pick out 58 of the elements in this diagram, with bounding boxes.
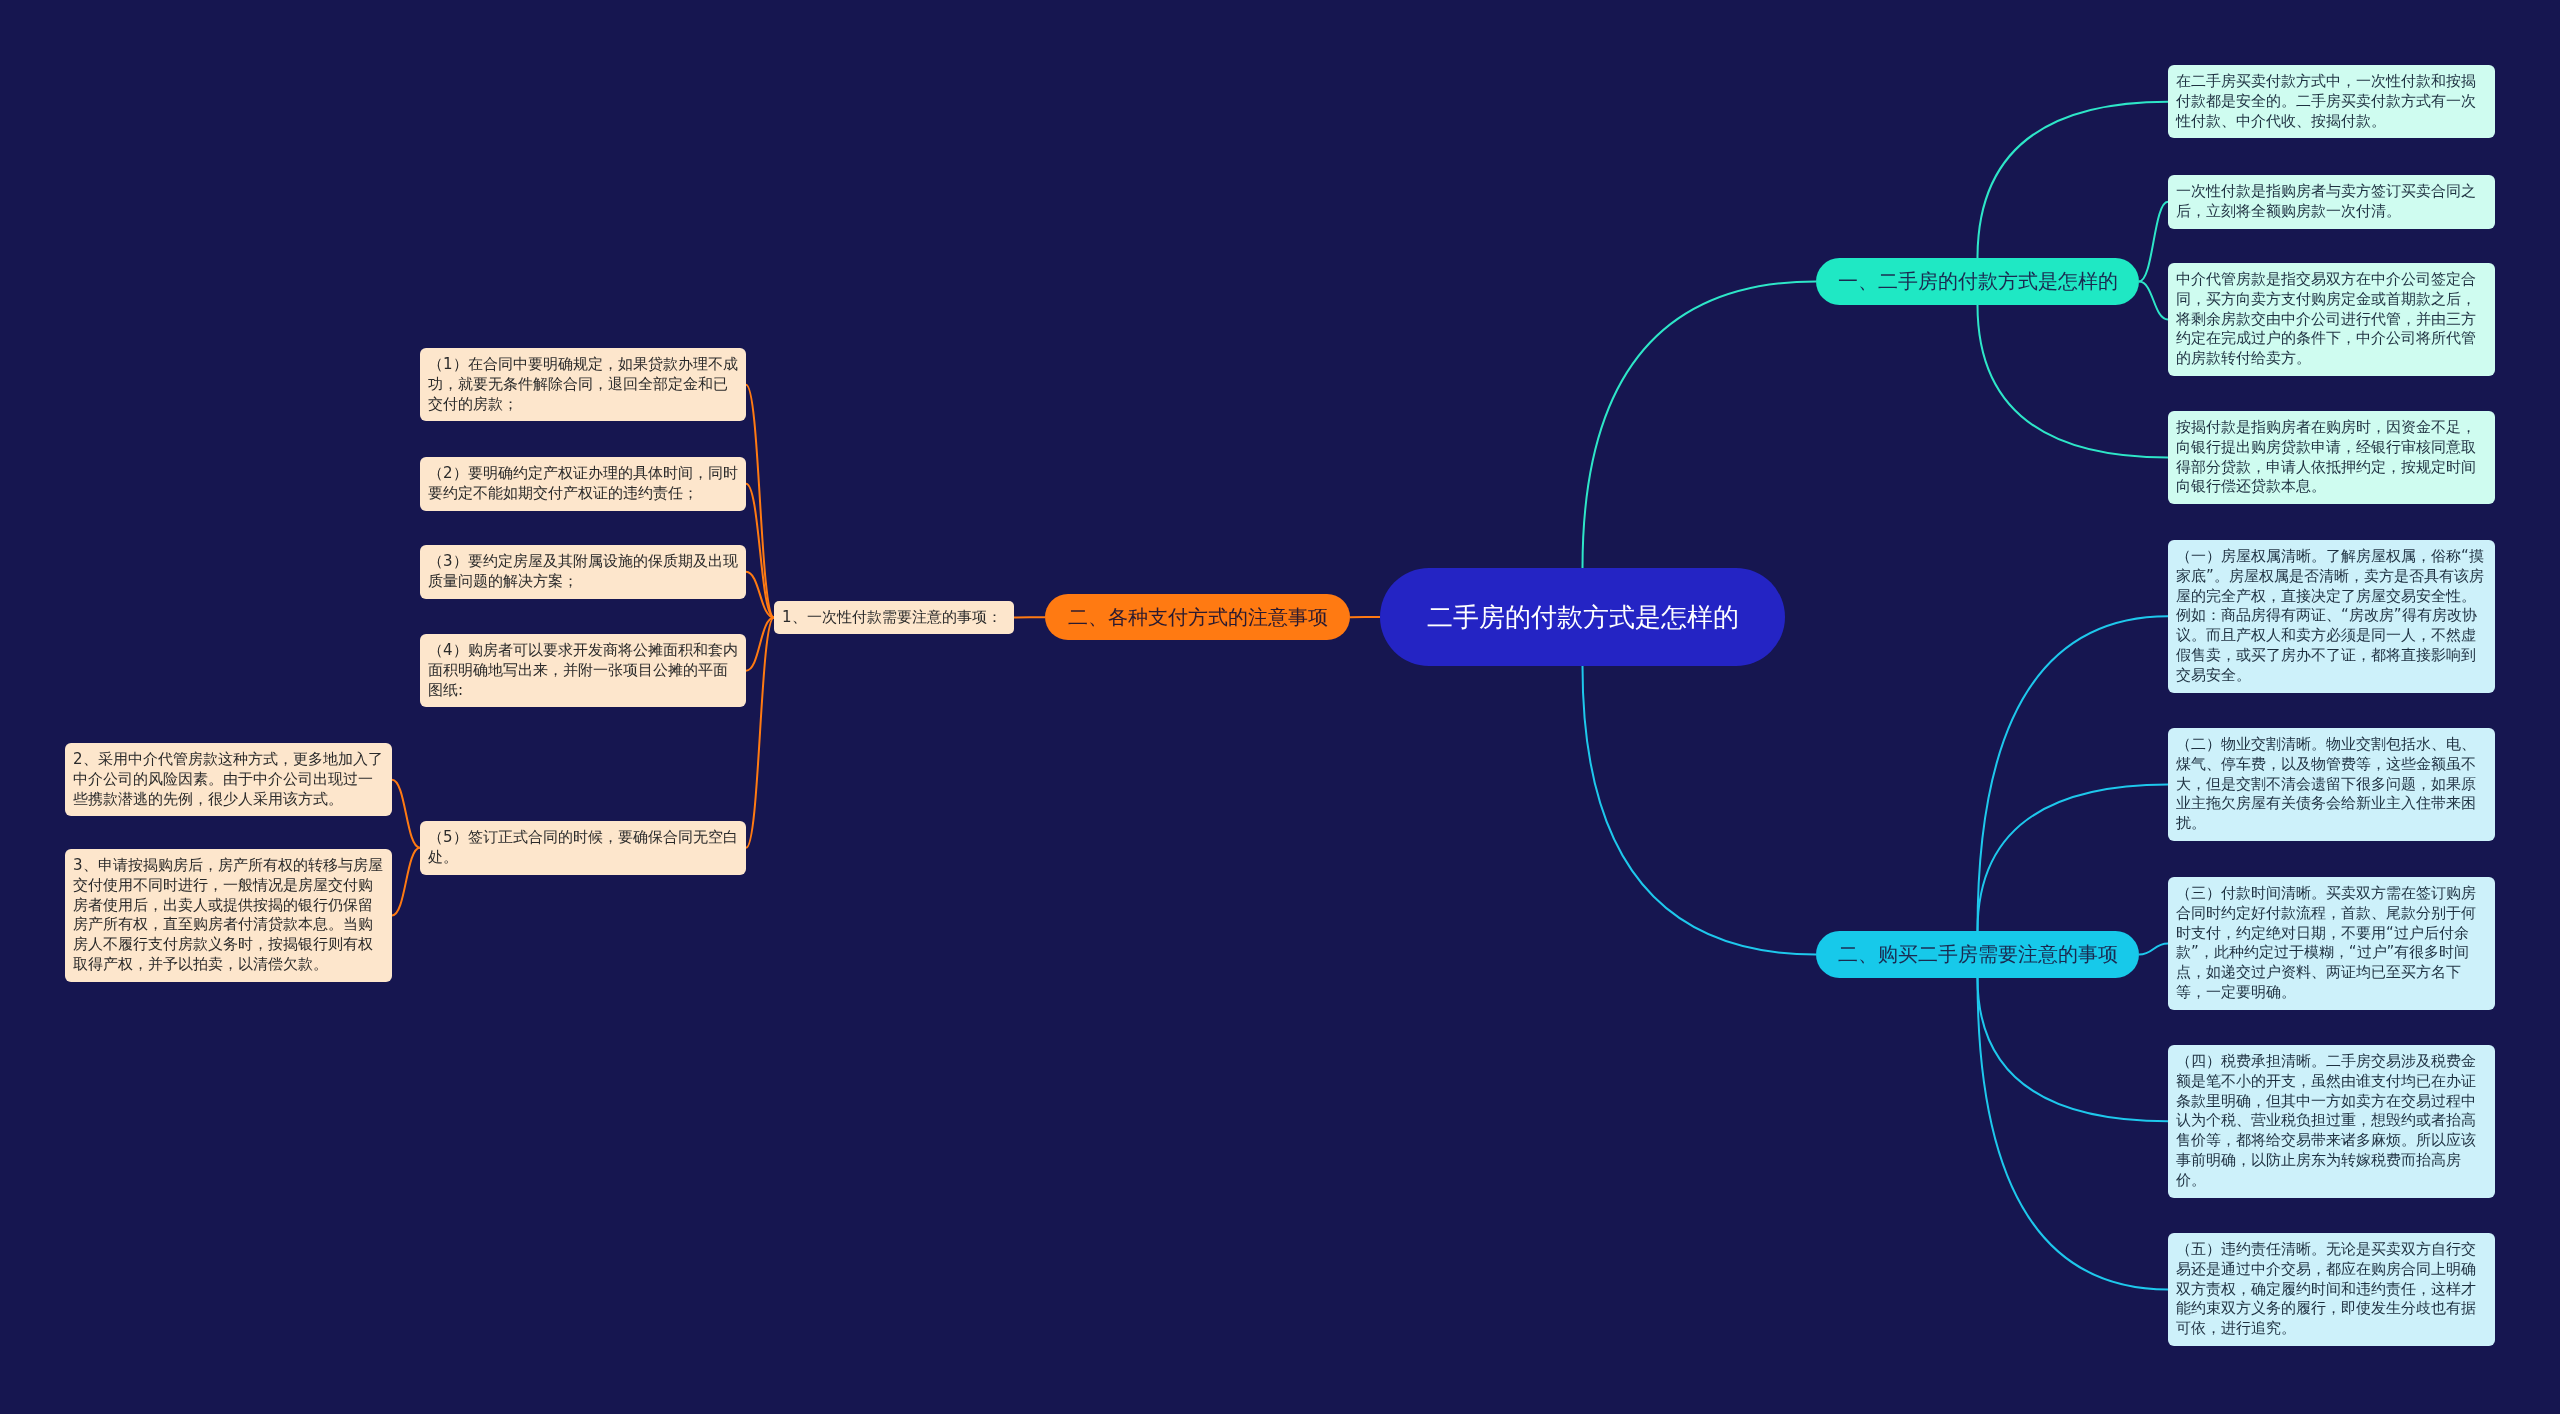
- note-card: [2168, 728, 2495, 841]
- connector-line: [391, 778, 421, 849]
- connector-line: [2138, 280, 2169, 321]
- branch-topic: [1045, 594, 1350, 641]
- branch-topic: [1816, 931, 2139, 978]
- node-text: （3）要约定房屋及其附属设施的保质期及出现质量问题的解决方案；: [428, 552, 738, 592]
- node-text: 中介代管房款是指交易双方在中介公司签定合同，买方向卖方支付购房定金或首期款之后，将剩余房款交由中介公司进行代管，并由三方约定在完成过户的条件下，中介公司将所代管的房款转付给卖方。: [2176, 270, 2477, 369]
- node-text: 1、一次性付款需要注意的事项：: [782, 607, 1003, 628]
- connector-line: [1976, 100, 2169, 259]
- node-text: （五）违约责任清晰。无论是买卖双方自行交易还是通过中介交易，都应在购房合同上明确双方责权，确定履约时间和违约责任，这样才能约束双方义务的履行，即使发生分歧也有据可依，进行追究。: [2176, 1240, 2477, 1339]
- note-card: [420, 457, 746, 511]
- note-card: [2168, 65, 2495, 139]
- connector-line: [1976, 615, 2169, 932]
- node-text: （5）签订正式合同的时候，要确保合同无空白处。: [428, 828, 738, 868]
- node-text: 3、申请按揭购房后，房产所有权的转移与房屋交付使用不同时进行，一般情况是房屋交付购房者使用后，出卖人或提供按揭的银行仍保留房产所有权，直至购房者付清贷款本息。当购房人不履行支付房款义务时，按揭银行则有权取得产权，并予以拍卖，以清偿欠款。: [73, 856, 384, 975]
- note-card: [2168, 263, 2495, 376]
- connector-line: [745, 482, 775, 619]
- branch-topic: [1816, 258, 2139, 305]
- node-text: （4）购房者可以要求开发商将公摊面积和套内面积明确地写出来，并附一张项目公摊的平面图纸:: [428, 641, 738, 701]
- connector-line: [745, 570, 775, 619]
- node-text: （三）付款时间清晰。买卖双方需在签订购房合同时约定好付款流程，首款、尾款分别于何时支付，约定绝对日期，不要用“过户后付余款”，此种约定过于模糊，“过户”有很多时间点，如递交过户资料、两证均已至买方名下等，一定要明确。: [2176, 884, 2477, 1003]
- connector-line: [1976, 977, 2169, 1291]
- node-text: 在二手房买卖付款方式中，一次性付款和按揭付款都是安全的。二手房买卖付款方式有一次性付款、中介代收、按揭付款。: [2176, 72, 2477, 132]
- node-text: （1）在合同中要明确规定，如果贷款办理不成功，就要无条件解除合同，退回全部定金和已交付的房款；: [428, 355, 738, 415]
- connector-line: [2138, 942, 2169, 956]
- connector-line: [1349, 616, 1381, 619]
- connector-line: [1581, 280, 1817, 569]
- node-text: （一）房屋权属清晰。了解房屋权属，俗称“摸家底”。房屋权属是否清晰，卖方是否具有该房屋的完全产权，直接决定了房屋交易安全性。例如：商品房得有两证、“房改房”得有房改协议。而且产权人和卖方必须是同一人，不然虚假售卖，或买了房办不了证，都将直接影响到交易安全。: [2176, 547, 2485, 686]
- node-text: （二）物业交割清晰。物业交割包括水、电、煤气、停车费，以及物管费等，这些金额虽不大，但是交割不清会遗留下很多问题，如果原业主拖欠房屋有关债务会给新业主入住带来困扰。: [2176, 735, 2477, 834]
- connector-line: [745, 616, 775, 849]
- note-card: [420, 821, 746, 875]
- note-card: [65, 743, 392, 817]
- note-card: [420, 545, 746, 599]
- connector-line: [1976, 783, 2169, 932]
- note-card: [420, 634, 746, 708]
- connector-line: [1976, 304, 2169, 459]
- connector-line: [745, 616, 775, 672]
- connector-line: [745, 383, 775, 619]
- connector-line: [1013, 616, 1046, 619]
- note-card: [2168, 1233, 2495, 1346]
- connector-line: [1581, 665, 1817, 956]
- node-text: 一次性付款是指购房者与卖方签订买卖合同之后，立刻将全额购房款一次付清。: [2176, 182, 2477, 222]
- note-card: [2168, 411, 2495, 505]
- note-card: [2168, 175, 2495, 229]
- connector-line: [391, 846, 421, 917]
- node-text: 按揭付款是指购房者在购房时，因资金不足，向银行提出购房贷款申请，经银行审核同意取得部分贷款，申请人依抵押约定，按规定时间向银行偿还贷款本息。: [2176, 418, 2477, 498]
- node-text: （2）要明确约定产权证办理的具体时间，同时要约定不能如期交付产权证的违约责任；: [428, 464, 738, 504]
- note-card: [2168, 1045, 2495, 1198]
- node-text: 2、采用中介代管房款这种方式，更多地加入了中介公司的风险因素。由于中介公司出现过一些携款潜逃的先例，很少人采用该方式。: [73, 750, 384, 810]
- node-text: 二手房的付款方式是怎样的: [1425, 600, 1740, 634]
- note-card: [420, 348, 746, 422]
- node-text: 二、购买二手房需要注意的事项: [1836, 941, 2119, 968]
- node-text: 一、二手房的付款方式是怎样的: [1836, 268, 2119, 295]
- subtopic-box: [774, 601, 1014, 634]
- node-text: 二、各种支付方式的注意事项: [1066, 604, 1329, 631]
- node-text: （四）税费承担清晰。二手房交易涉及税费金额是笔不小的开支，虽然由谁支付均已在办证条款里明确，但其中一方如卖方在交易过程中认为个税、营业税负担过重，想毁约或者抬高售价等，都将给交易带来诸多麻烦。所以应该事前明确，以防止房东为转嫁税费而抬高房价。: [2176, 1052, 2477, 1191]
- note-card: [2168, 877, 2495, 1010]
- connector-line: [2138, 200, 2169, 283]
